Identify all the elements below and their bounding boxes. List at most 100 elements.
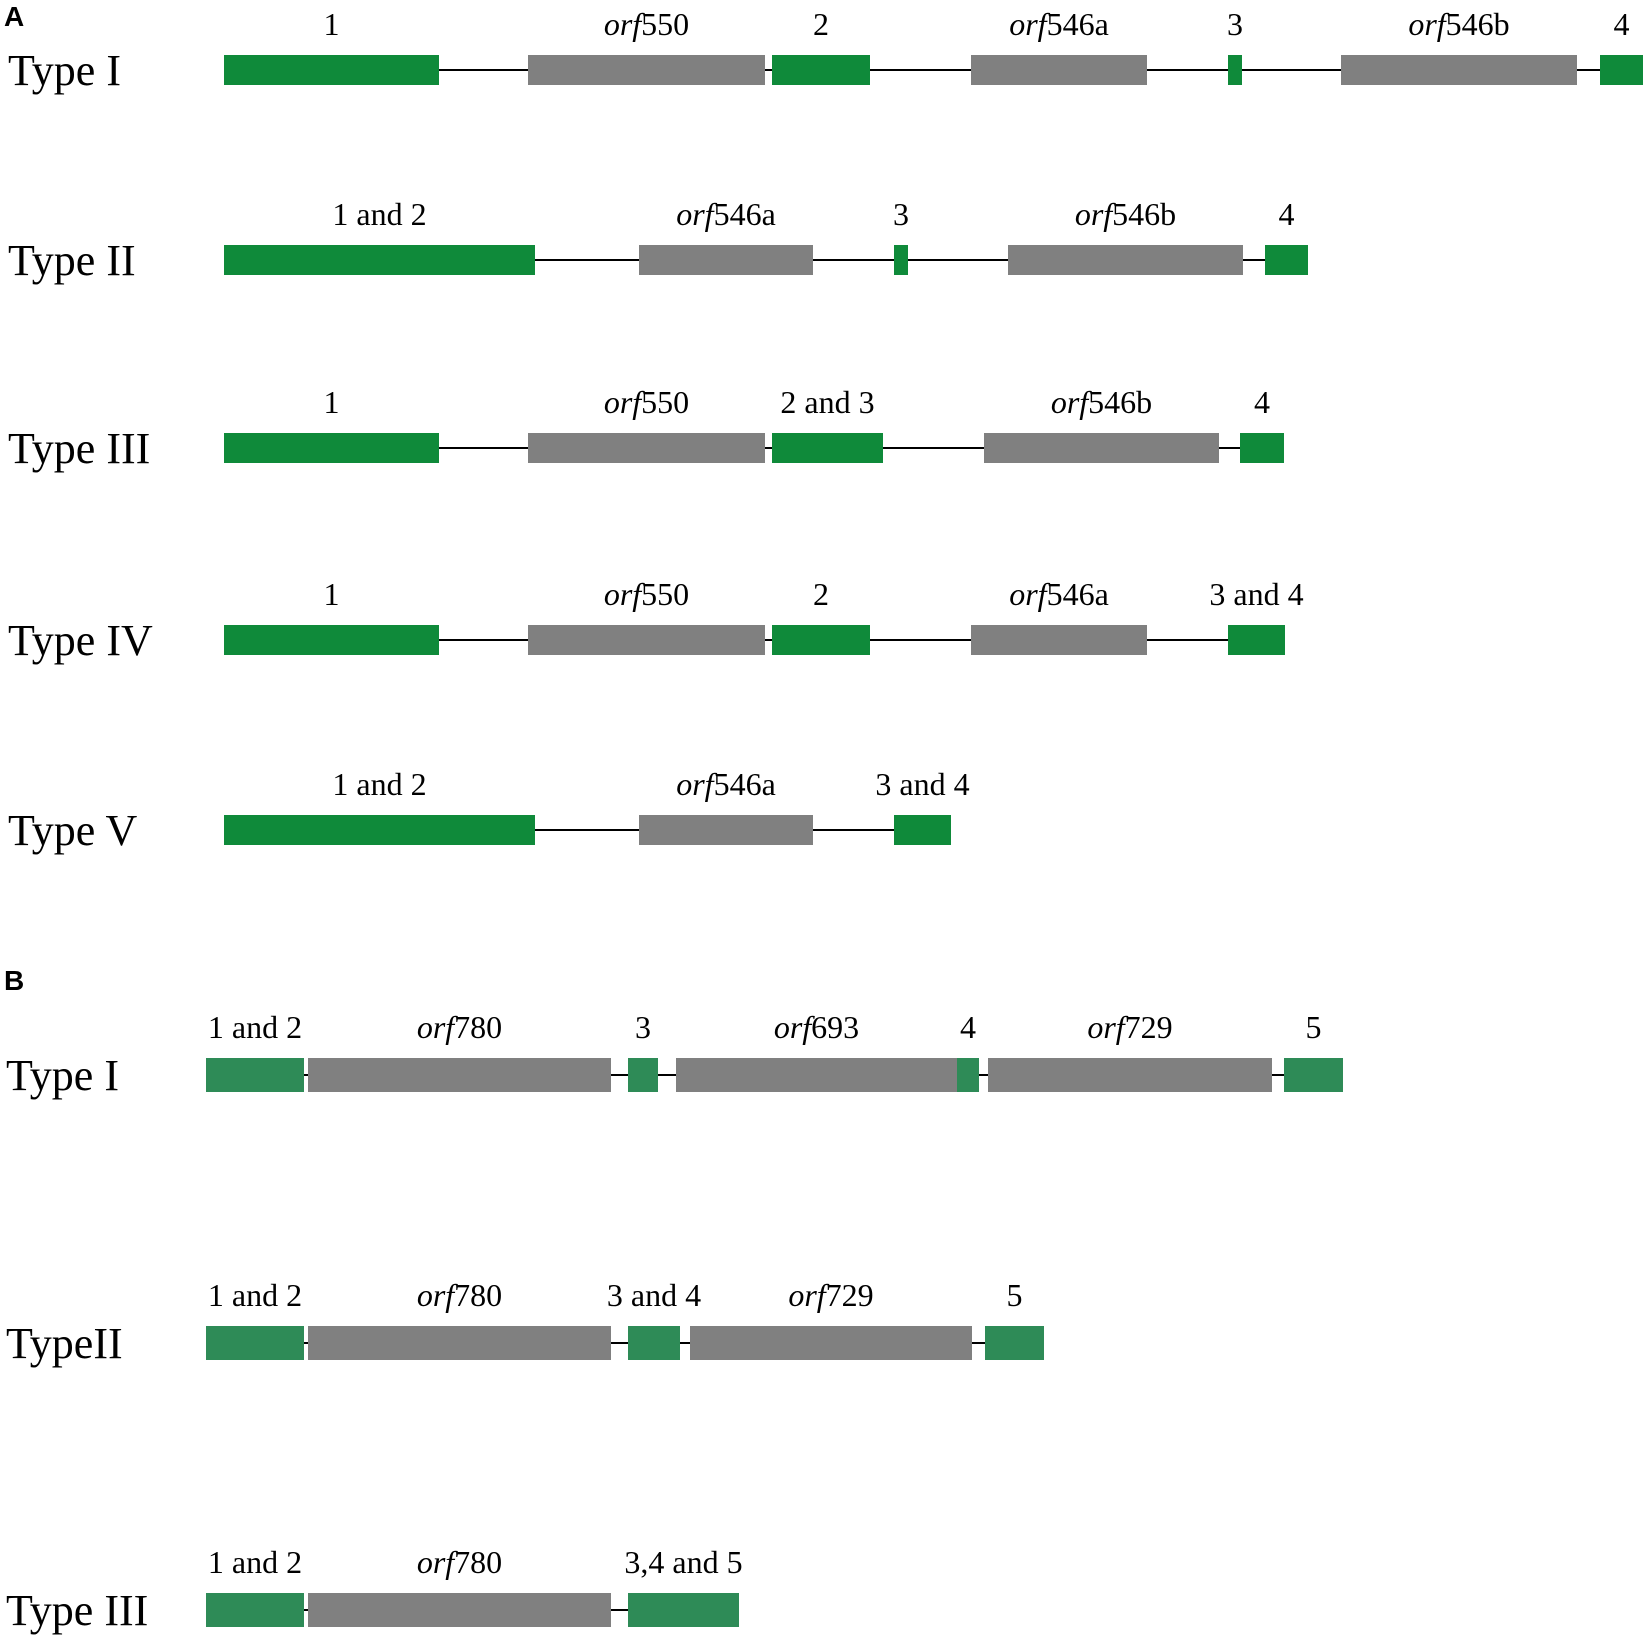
exon-label: 3 and 4 bbox=[607, 1277, 701, 1313]
orf-block bbox=[1341, 55, 1577, 85]
segment-label-text: 546b bbox=[1112, 196, 1176, 232]
orf-label: orf546b bbox=[1051, 384, 1152, 420]
segment-label-text: 546b bbox=[1446, 6, 1510, 42]
orf-label: orf729 bbox=[1087, 1009, 1172, 1045]
orf-prefix: orf bbox=[417, 1544, 458, 1580]
segment-label-text: 2 bbox=[813, 6, 829, 42]
exon-label: 5 bbox=[1007, 1277, 1023, 1313]
orf-prefix: orf bbox=[1087, 1009, 1128, 1045]
orf-block bbox=[676, 1058, 957, 1092]
exon-block bbox=[206, 1326, 304, 1360]
segment-label-text: 3,4 and 5 bbox=[624, 1544, 742, 1580]
exon-block bbox=[224, 815, 535, 845]
orf-block bbox=[971, 55, 1147, 85]
orf-label: orf546a bbox=[1009, 576, 1109, 612]
segment-label-text: 5 bbox=[1306, 1009, 1322, 1045]
segment-label-text: 546a bbox=[714, 196, 776, 232]
exon-label: 4 bbox=[1614, 6, 1630, 42]
exon-label: 5 bbox=[1306, 1009, 1322, 1045]
segment-label-text: 1 and 2 bbox=[332, 766, 426, 802]
orf-label: orf546b bbox=[1075, 196, 1176, 232]
exon-block bbox=[1228, 625, 1285, 655]
orf-prefix: orf bbox=[604, 576, 645, 612]
orf-block bbox=[639, 815, 813, 845]
segment-label-text: 1 bbox=[324, 6, 340, 42]
segment-label-text: 550 bbox=[641, 576, 689, 612]
segment-label-text: 1 and 2 bbox=[208, 1009, 302, 1045]
segment-label-text: 4 bbox=[960, 1009, 976, 1045]
type-label: TypeII bbox=[6, 1319, 123, 1368]
orf-block bbox=[1008, 245, 1243, 275]
orf-prefix: orf bbox=[1408, 6, 1449, 42]
orf-label: orf550 bbox=[604, 576, 689, 612]
orf-label: orf729 bbox=[788, 1277, 873, 1313]
segment-label-text: 780 bbox=[454, 1277, 502, 1313]
orf-label: orf546a bbox=[676, 766, 776, 802]
orf-block bbox=[528, 625, 765, 655]
orf-prefix: orf bbox=[1075, 196, 1116, 232]
exon-label: 3 bbox=[1227, 6, 1243, 42]
exon-label: 3 bbox=[893, 196, 909, 232]
exon-block bbox=[206, 1058, 304, 1092]
orf-prefix: orf bbox=[676, 766, 717, 802]
exon-block bbox=[1240, 433, 1284, 463]
orf-prefix: orf bbox=[1009, 576, 1050, 612]
segment-label-text: 729 bbox=[1125, 1009, 1173, 1045]
exon-block bbox=[224, 625, 439, 655]
exon-block bbox=[772, 433, 883, 463]
exon-block bbox=[628, 1058, 658, 1092]
exon-label: 4 bbox=[960, 1009, 976, 1045]
orf-label: orf546b bbox=[1408, 6, 1509, 42]
exon-label: 1 and 2 bbox=[208, 1277, 302, 1313]
orf-prefix: orf bbox=[417, 1277, 458, 1313]
exon-block bbox=[206, 1593, 304, 1627]
type-label: Type II bbox=[8, 236, 136, 285]
exon-label: 3 bbox=[635, 1009, 651, 1045]
segment-label-text: 546a bbox=[714, 766, 776, 802]
orf-prefix: orf bbox=[417, 1009, 458, 1045]
orf-block bbox=[528, 55, 765, 85]
orf-block bbox=[308, 1058, 611, 1092]
orf-prefix: orf bbox=[774, 1009, 815, 1045]
segment-label-text: 4 bbox=[1254, 384, 1270, 420]
orf-block bbox=[308, 1326, 611, 1360]
segment-label-text: 550 bbox=[641, 6, 689, 42]
segment-label-text: 729 bbox=[826, 1277, 874, 1313]
segment-label-text: 4 bbox=[1614, 6, 1630, 42]
type-label: Type III bbox=[8, 424, 150, 473]
orf-label: orf780 bbox=[417, 1277, 502, 1313]
segment-label-text: 1 and 2 bbox=[332, 196, 426, 232]
exon-label: 1 and 2 bbox=[208, 1544, 302, 1580]
exon-label: 1 and 2 bbox=[332, 766, 426, 802]
exon-label: 1 bbox=[324, 576, 340, 612]
type-label: Type I bbox=[6, 1051, 119, 1100]
exon-label: 4 bbox=[1279, 196, 1295, 232]
exon-label: 4 bbox=[1254, 384, 1270, 420]
orf-prefix: orf bbox=[676, 196, 717, 232]
exon-label: 1 and 2 bbox=[208, 1009, 302, 1045]
exon-block bbox=[957, 1058, 979, 1092]
segment-label-text: 3 and 4 bbox=[875, 766, 969, 802]
exon-label: 1 bbox=[324, 6, 340, 42]
segment-label-text: 1 bbox=[324, 384, 340, 420]
orf-label: orf780 bbox=[417, 1009, 502, 1045]
segment-label-text: 1 and 2 bbox=[208, 1277, 302, 1313]
segment-label-text: 1 bbox=[324, 576, 340, 612]
segment-label-text: 3 and 4 bbox=[607, 1277, 701, 1313]
type-label: Type IV bbox=[8, 616, 153, 665]
segment-label-text: 1 and 2 bbox=[208, 1544, 302, 1580]
orf-block bbox=[308, 1593, 611, 1627]
orf-prefix: orf bbox=[788, 1277, 829, 1313]
exon-block bbox=[628, 1326, 680, 1360]
exon-block bbox=[1600, 55, 1643, 85]
exon-label: 1 bbox=[324, 384, 340, 420]
exon-block bbox=[894, 245, 908, 275]
segment-label-text: 546b bbox=[1088, 384, 1152, 420]
exon-label: 2 bbox=[813, 6, 829, 42]
exon-block bbox=[1265, 245, 1308, 275]
